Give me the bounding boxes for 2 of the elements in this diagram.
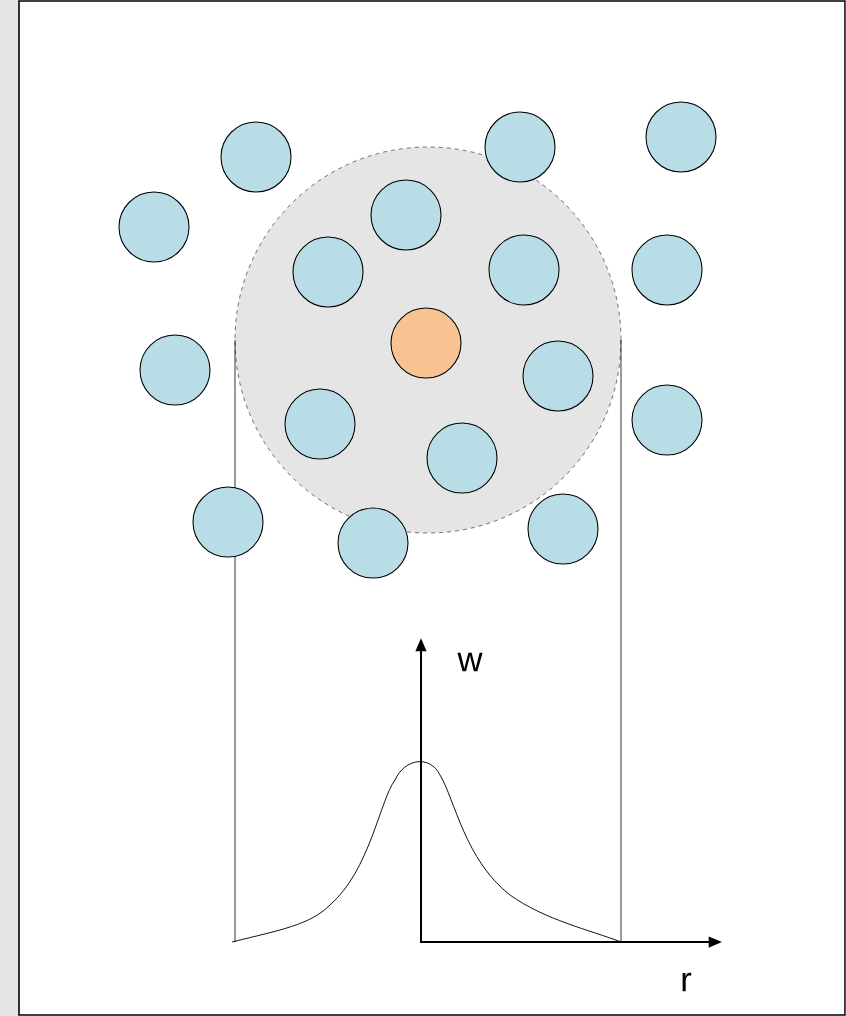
axis-label: r — [682, 972, 692, 992]
axis-label: w — [457, 652, 483, 672]
